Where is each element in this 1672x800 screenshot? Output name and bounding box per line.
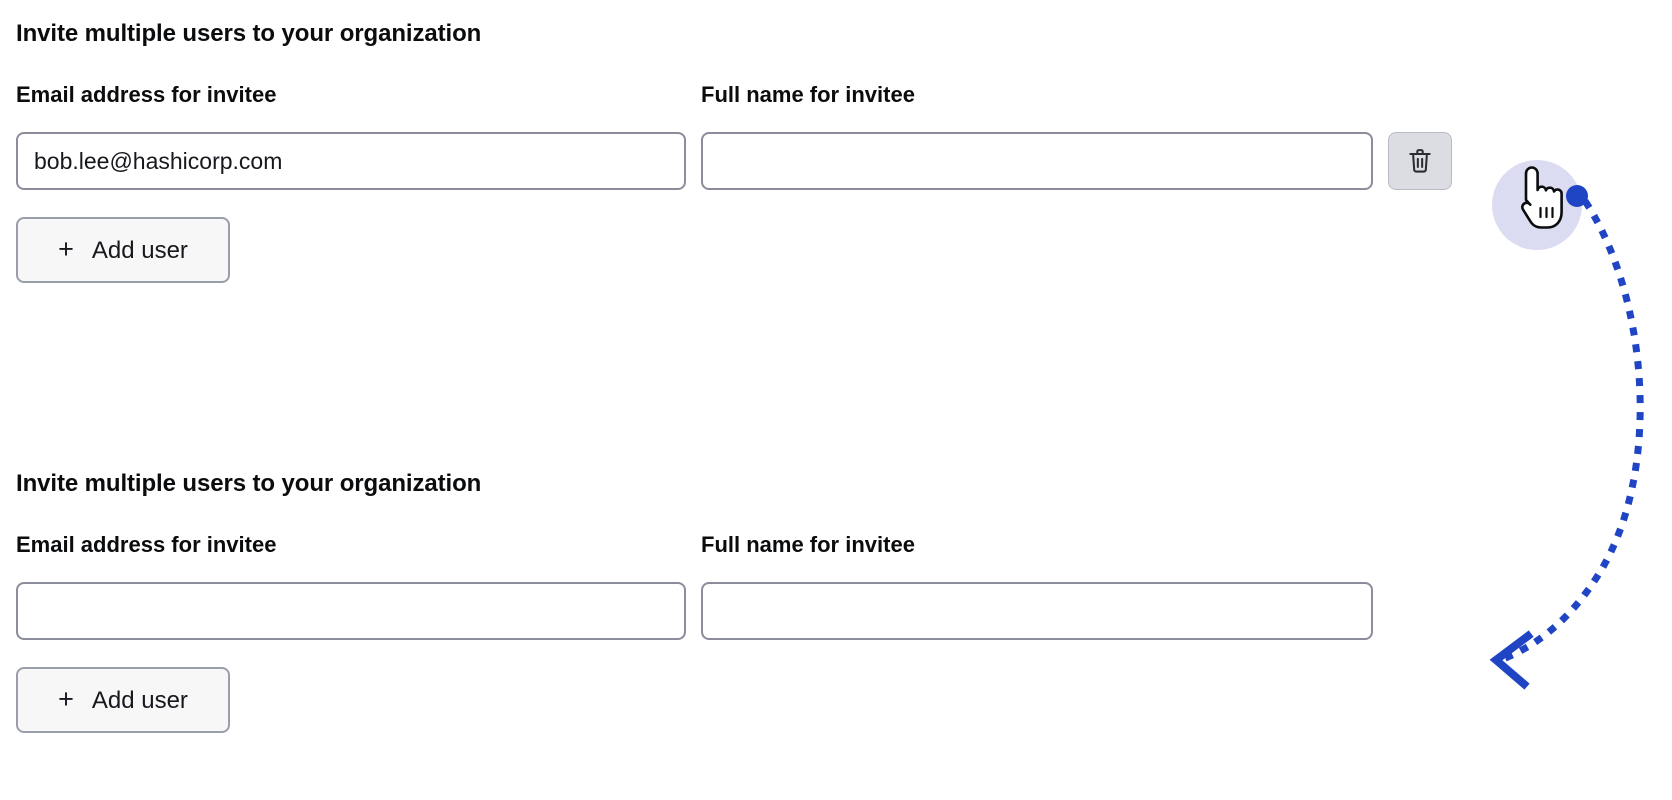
pointing-hand-cursor-icon bbox=[1508, 160, 1564, 234]
page-title-2: Invite multiple users to your organizati… bbox=[16, 470, 482, 497]
delete-row-button[interactable] bbox=[1388, 132, 1452, 190]
plus-icon: + bbox=[58, 233, 74, 264]
dotted-arrow-path bbox=[1498, 199, 1644, 664]
add-user-button-label: Add user bbox=[91, 237, 188, 264]
email-field-label: Email address for invitee bbox=[16, 82, 277, 107]
trash-icon bbox=[1407, 147, 1433, 175]
email-input-2[interactable] bbox=[16, 582, 686, 640]
add-user-button-2[interactable]: + Add user bbox=[16, 667, 230, 733]
full-name-field-label-2: Full name for invitee bbox=[701, 532, 915, 557]
click-origin-dot bbox=[1566, 185, 1588, 207]
add-user-button-label-2: Add user bbox=[91, 687, 188, 714]
full-name-input-2[interactable] bbox=[701, 582, 1373, 640]
arrow-head-icon bbox=[1489, 630, 1534, 690]
cursor-halo bbox=[1492, 160, 1582, 250]
add-user-button[interactable]: + Add user bbox=[16, 217, 230, 283]
plus-icon-2: + bbox=[58, 683, 74, 714]
email-field-label-2: Email address for invitee bbox=[16, 532, 277, 557]
email-input[interactable] bbox=[16, 132, 686, 190]
full-name-input[interactable] bbox=[701, 132, 1373, 190]
full-name-field-label: Full name for invitee bbox=[701, 82, 915, 107]
page-title: Invite multiple users to your organizati… bbox=[16, 20, 482, 47]
